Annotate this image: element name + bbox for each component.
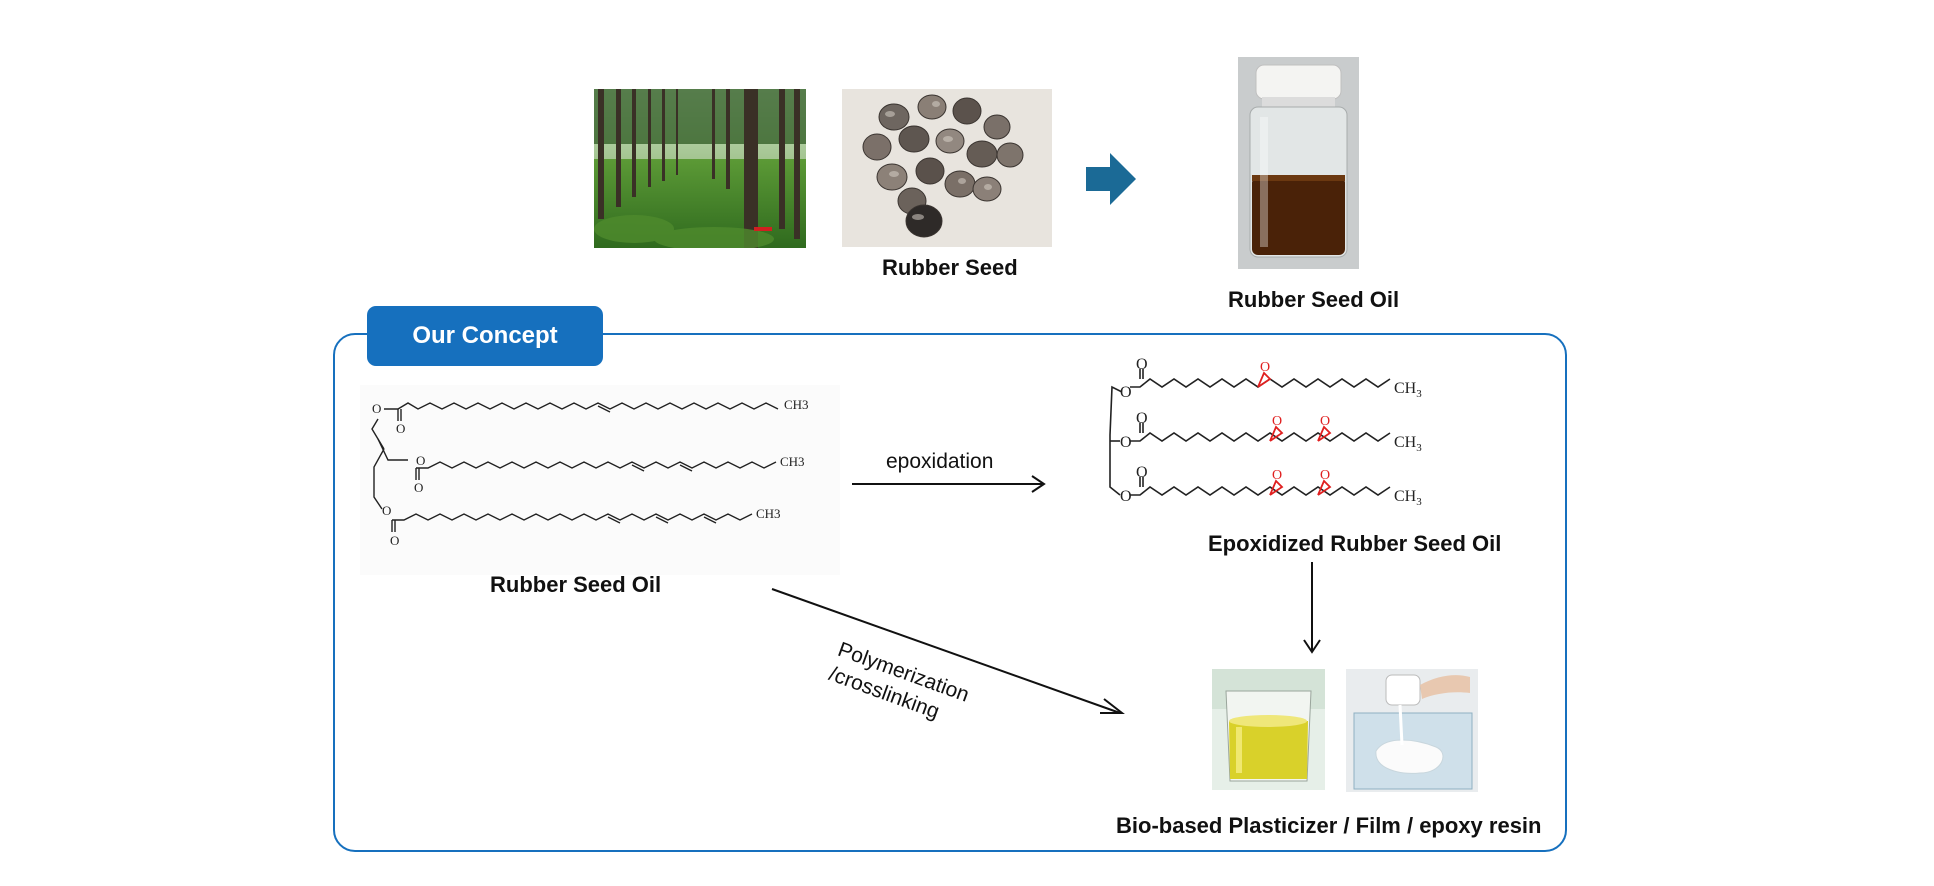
svg-text:CH3: CH3 [1394, 434, 1422, 454]
carbonyl-oxygen-3: O [390, 533, 399, 548]
right-methyl-end-3: CH [1394, 488, 1417, 505]
process-arrow-icon [1086, 153, 1136, 205]
right-carbonyl-oxygen-2: O [1136, 410, 1148, 427]
svg-text:CH3: CH3 [1394, 488, 1422, 508]
epoxidized-rubber-seed-oil-structure: O O O O O O O O O O O CH3 CH3 CH3 [1109, 356, 1422, 508]
right-methyl-end-1: CH [1394, 380, 1417, 397]
down-arrow [1303, 562, 1321, 654]
right-ester-oxygen-3: O [1120, 488, 1132, 505]
methyl-end-2: CH3 [780, 454, 805, 469]
methyl-end-3: CH3 [756, 506, 781, 521]
right-methyl-sub-1: 3 [1416, 388, 1422, 400]
epoxide-oxygen-1: O [1260, 360, 1270, 375]
epoxide-oxygen-2: O [1272, 414, 1282, 429]
epoxide-oxygen-3: O [1320, 414, 1330, 429]
plasticizer-beaker-photo [1212, 669, 1325, 790]
right-carbonyl-oxygen-1: O [1136, 356, 1148, 373]
rubber-seed-label: Rubber Seed [882, 255, 1018, 280]
rubber-tree-plantation-photo [594, 89, 806, 248]
carbonyl-oxygen-2: O [414, 480, 423, 495]
rubber-seeds-photo [842, 89, 1052, 247]
epoxide-oxygen-4: O [1272, 468, 1282, 483]
methyl-end-1: CH3 [784, 397, 809, 412]
rubber-seed-oil-label: Rubber Seed Oil [1228, 287, 1400, 312]
right-methyl-end-2: CH [1394, 434, 1417, 451]
left-molecule-label: Rubber Seed Oil [490, 572, 662, 597]
rubber-seed-oil-structure: O O O O O O CH3 CH3 CH3 [360, 385, 840, 575]
right-methyl-sub-2: 3 [1416, 442, 1422, 454]
film-casting-photo [1346, 669, 1478, 792]
our-concept-tab-label: Our Concept [412, 322, 558, 349]
polymerization-arrow [771, 588, 1125, 714]
svg-text:CH3: CH3 [1394, 380, 1422, 400]
ester-oxygen-2: O [416, 453, 425, 468]
rubber-seed-oil-jar-photo [1238, 57, 1359, 269]
epoxidation-arrow [852, 475, 1046, 493]
right-methyl-sub-3: 3 [1416, 496, 1422, 508]
epoxidation-label: epoxidation [886, 450, 994, 473]
right-carbonyl-oxygen-3: O [1136, 464, 1148, 481]
carbonyl-oxygen-1: O [396, 421, 405, 436]
ester-oxygen-1: O [372, 401, 381, 416]
right-molecule-label: Epoxidized Rubber Seed Oil [1208, 531, 1502, 556]
epoxide-oxygen-5: O [1320, 468, 1330, 483]
concept-panel [333, 333, 1567, 852]
our-concept-tab: Our Concept [367, 306, 603, 366]
right-ester-oxygen-1: O [1120, 384, 1132, 401]
products-label: Bio-based Plasticizer / Film / epoxy res… [1116, 813, 1542, 838]
right-ester-oxygen-2: O [1120, 434, 1132, 451]
ester-oxygen-3: O [382, 503, 391, 518]
